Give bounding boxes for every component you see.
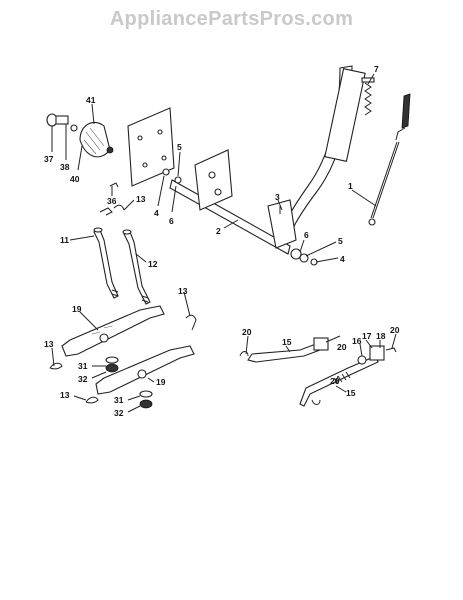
callout-37: 37	[44, 154, 54, 164]
callout-4: 4	[340, 254, 345, 264]
rod-15-upper-part	[239, 337, 329, 363]
lift-arm-lower-part	[95, 345, 195, 395]
callout-12: 12	[148, 259, 158, 269]
lift-lever-part	[279, 65, 366, 237]
callout-2: 2	[216, 226, 221, 236]
callout-5: 5	[177, 142, 182, 152]
callout-16: 16	[352, 336, 362, 346]
link-12-part	[122, 229, 151, 305]
callout-13: 13	[136, 194, 146, 204]
callout-38: 38	[60, 162, 70, 172]
callout-6: 6	[304, 230, 309, 240]
callout-13: 13	[44, 339, 54, 349]
callout-40: 40	[70, 174, 80, 184]
callout-20: 20	[390, 325, 400, 335]
callout-1: 1	[348, 181, 353, 191]
callout-13: 13	[178, 286, 188, 296]
callout-31: 31	[114, 395, 124, 405]
callout-15: 15	[282, 337, 292, 347]
lift-arm-upper-part	[61, 305, 165, 357]
callout-20: 20	[337, 342, 347, 352]
callout-31: 31	[78, 361, 88, 371]
mounting-plate-part	[127, 107, 175, 187]
callout-20: 20	[330, 376, 340, 386]
spring-part	[361, 77, 375, 116]
callout-6: 6	[169, 216, 174, 226]
callout-15: 15	[346, 388, 356, 398]
callout-5: 5	[338, 236, 343, 246]
washer-hardware-part	[99, 168, 318, 266]
callout-41: 41	[86, 95, 96, 105]
link-11-part	[93, 227, 119, 299]
callout-36: 36	[107, 196, 117, 206]
knob-assembly-part	[46, 113, 114, 158]
callout-13: 13	[60, 390, 70, 400]
leader-lines	[51, 73, 397, 413]
cross-shaft-part	[169, 149, 309, 263]
callout-32: 32	[114, 408, 124, 418]
callout-3: 3	[275, 192, 280, 202]
lift-rod-part	[368, 141, 400, 226]
nut-washer-part	[105, 356, 153, 409]
watermark: AppliancePartsPros.com	[109, 8, 354, 30]
callout-4: 4	[154, 208, 159, 218]
callout-18: 18	[376, 331, 386, 341]
callout-20: 20	[242, 327, 252, 337]
callout-17: 17	[362, 331, 372, 341]
handle-grip-part	[395, 93, 411, 141]
rod-15-lower-part	[299, 345, 397, 407]
callout-19: 19	[72, 304, 82, 314]
callout-11: 11	[60, 235, 69, 245]
callout-32: 32	[78, 374, 88, 384]
callout-7: 7	[374, 64, 379, 74]
callout-19: 19	[156, 377, 166, 387]
